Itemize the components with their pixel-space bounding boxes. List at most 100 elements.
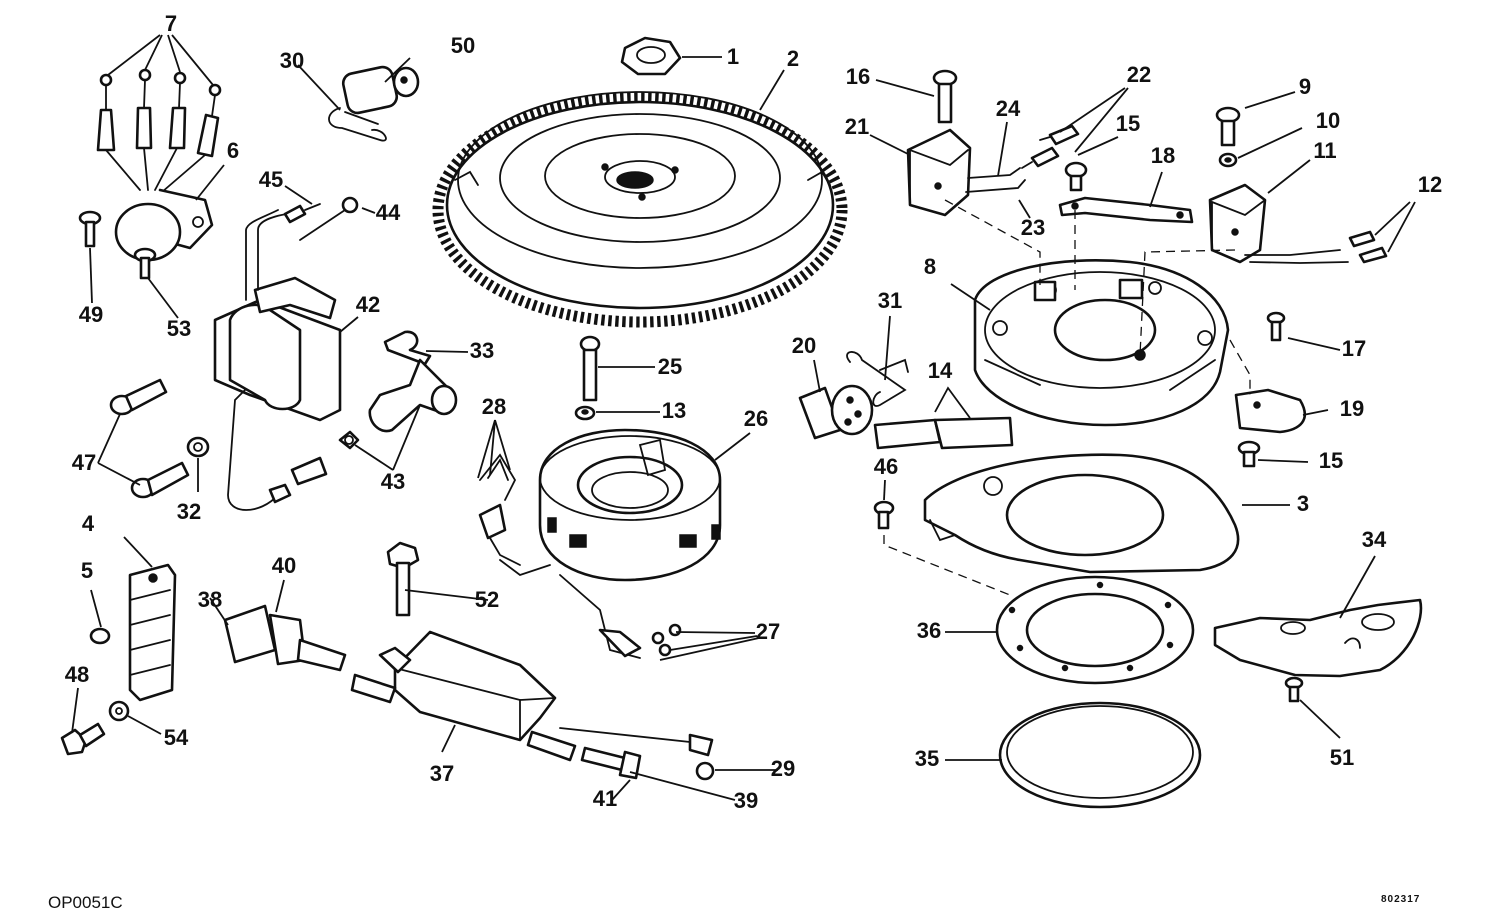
callout-46: 46 <box>874 454 898 479</box>
callout-21: 21 <box>845 114 869 139</box>
callout-50: 50 <box>451 33 475 58</box>
clamp-33 <box>383 330 432 366</box>
callout-8: 8 <box>924 254 936 279</box>
connector-38-40 <box>223 604 347 672</box>
callout-28: 28 <box>482 394 506 419</box>
clip-31 <box>846 351 909 407</box>
callout-38: 38 <box>198 587 222 612</box>
sleeves-14 <box>873 416 1014 450</box>
leader-lines <box>71 34 1416 801</box>
nut-54 <box>108 700 130 722</box>
washer-13 <box>574 405 596 421</box>
callout-52: 52 <box>475 587 499 612</box>
callout-labels: 1 2 3 4 5 6 7 8 9 10 11 12 13 14 15 15 1… <box>65 11 1442 813</box>
retaining-ring-35 <box>998 701 1202 809</box>
screw-25 <box>579 335 601 402</box>
callout-45: 45 <box>259 167 283 192</box>
connector-20 <box>798 384 874 440</box>
screw-16 <box>932 69 958 124</box>
flywheel <box>432 91 848 328</box>
callout-43: 43 <box>381 469 405 494</box>
callout-36: 36 <box>917 618 941 643</box>
callout-31: 31 <box>878 288 902 313</box>
leads-28 <box>478 453 521 566</box>
terminal-block <box>128 563 177 702</box>
screw-46 <box>873 500 895 530</box>
callout-15-bottom: 15 <box>1319 448 1343 473</box>
callout-5: 5 <box>81 558 93 583</box>
callout-47: 47 <box>72 450 96 475</box>
cam-19 <box>1234 388 1307 434</box>
screw-15-bottom <box>1237 440 1261 468</box>
callout-3: 3 <box>1297 491 1309 516</box>
lead-45 <box>283 203 321 224</box>
callout-54: 54 <box>164 725 189 750</box>
screw-5 <box>89 627 111 645</box>
callout-1: 1 <box>727 44 739 69</box>
ignition-coil <box>213 209 342 511</box>
screw-51 <box>1284 676 1304 703</box>
connector-50 <box>341 65 420 115</box>
callout-49: 49 <box>79 302 103 327</box>
callout-27: 27 <box>756 619 780 644</box>
sensor-11 <box>1208 183 1349 264</box>
callout-26: 26 <box>744 406 768 431</box>
screw-52 <box>386 541 420 617</box>
callout-10: 10 <box>1316 108 1340 133</box>
reference-code: 802317 <box>1381 894 1421 905</box>
callout-33: 33 <box>470 338 494 363</box>
screw-47-bottom <box>130 461 190 499</box>
callout-23: 23 <box>1021 215 1045 240</box>
boot-43 <box>290 358 458 486</box>
callout-15-top: 15 <box>1116 111 1140 136</box>
callout-17: 17 <box>1342 336 1366 361</box>
screw-53 <box>133 247 157 280</box>
switch-assembly <box>114 188 214 262</box>
callout-39: 39 <box>734 788 758 813</box>
plug-39-41 <box>580 746 642 780</box>
callout-2: 2 <box>787 46 799 71</box>
lead-44 <box>299 196 359 241</box>
callout-40: 40 <box>272 553 296 578</box>
callout-14: 14 <box>928 358 953 383</box>
support-34 <box>1213 598 1423 678</box>
figure-code: OP0051C <box>48 893 123 912</box>
callout-30: 30 <box>280 48 304 73</box>
screw-17 <box>1266 311 1286 342</box>
screw-48 <box>60 722 106 756</box>
callout-16: 16 <box>846 64 870 89</box>
callout-44: 44 <box>376 200 401 225</box>
callout-34: 34 <box>1362 527 1387 552</box>
callout-9: 9 <box>1299 74 1311 99</box>
power-pack <box>350 630 557 742</box>
washer-32 <box>186 436 210 458</box>
leads-37 <box>526 727 714 762</box>
callout-25: 25 <box>658 354 682 379</box>
callout-20: 20 <box>792 333 816 358</box>
callout-12: 12 <box>1418 172 1442 197</box>
callout-13: 13 <box>662 398 686 423</box>
callout-41: 41 <box>593 786 617 811</box>
washer-29 <box>695 761 715 781</box>
washer-10 <box>1218 152 1238 168</box>
callout-32: 32 <box>177 499 201 524</box>
stator <box>499 428 722 659</box>
terminals-27 <box>651 623 682 657</box>
screw-9 <box>1215 106 1241 147</box>
screw-15-top <box>1064 161 1088 192</box>
callout-7: 7 <box>165 11 177 36</box>
armature-plate <box>973 259 1230 427</box>
callout-11: 11 <box>1313 138 1336 163</box>
assembly-lines <box>883 199 1251 596</box>
callout-6: 6 <box>227 138 239 163</box>
callout-22: 22 <box>1127 62 1151 87</box>
callout-42: 42 <box>356 292 380 317</box>
callout-4: 4 <box>82 511 95 536</box>
bracket-18 <box>1058 196 1194 224</box>
callout-24: 24 <box>996 96 1021 121</box>
callout-51: 51 <box>1330 745 1354 770</box>
callout-18: 18 <box>1151 143 1175 168</box>
callout-35: 35 <box>915 746 939 771</box>
flywheel-nut <box>620 36 682 76</box>
